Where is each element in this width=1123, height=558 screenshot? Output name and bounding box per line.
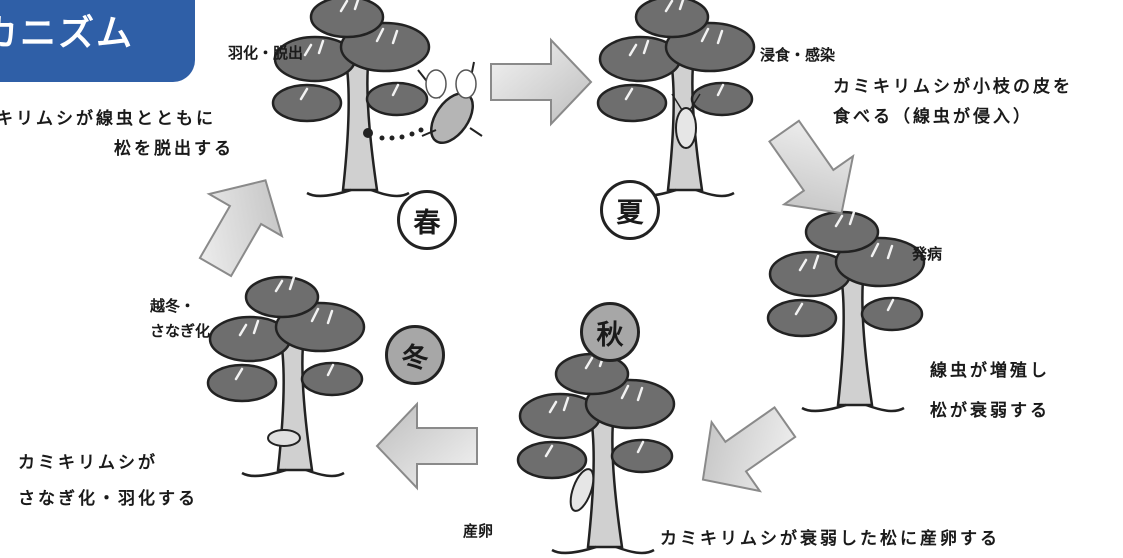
season-winter-badge: 冬 [385,325,445,385]
season-summer-label: 夏 [616,197,644,229]
stage-desc-emergence-1: キリムシが線虫とともに [0,109,216,129]
stage-desc-overwinter-1: カミキリムシが [18,453,158,473]
stage-label-overwinter-2: さなぎ化 [150,322,211,340]
tree-onset [766,210,926,413]
tree-oviposition [516,352,676,555]
cycle-arrow-winter-to-spring [178,158,303,289]
stage-desc-feeding-2: 食べる（線虫が侵入） [833,107,1033,127]
stage-desc-onset-1: 線虫が増殖し [930,361,1050,381]
pupa-illustration [267,429,301,447]
title-tab: カニズム [0,0,195,82]
stage-label-onset: 発病 [912,245,943,263]
season-spring-label: 春 [413,207,441,239]
cycle-arrow-to-winter [376,403,478,489]
beetle-illustration [417,61,483,144]
laying-beetle-illustration [569,468,595,512]
tree-feeding [596,0,756,198]
stage-label-overwinter-1: 越冬・ [150,297,196,315]
stage-label-feeding: 浸食・感染 [760,46,836,64]
season-summer-badge: 夏 [600,180,660,240]
season-spring-badge: 春 [397,190,457,250]
season-winter-label: 冬 [401,342,429,374]
stage-label-oviposition: 産卵 [463,522,494,540]
cycle-arrow-spring-to-summer [490,39,592,125]
stage-desc-onset-2: 松が衰弱する [930,401,1050,421]
stage-desc-feeding-1: カミキリムシが小枝の皮を [833,77,1073,97]
season-autumn-badge: 秋 [580,302,640,362]
tree-emergence [271,0,431,198]
stage-desc-emergence-2: 松を脱出する [114,139,234,159]
cycle-arrow-autumn-to-oviposition [677,386,810,515]
feeding-beetle-illustration [671,93,701,149]
diagram-title: カニズム [0,13,135,54]
escape-trail [363,127,424,141]
season-autumn-label: 秋 [596,319,624,351]
stage-desc-overwinter-2: さなぎ化・羽化する [18,489,198,509]
stage-label-emergence: 羽化・脱出 [228,44,304,62]
stage-desc-oviposition: カミキリムシが衰弱した松に産卵する [660,529,1000,549]
